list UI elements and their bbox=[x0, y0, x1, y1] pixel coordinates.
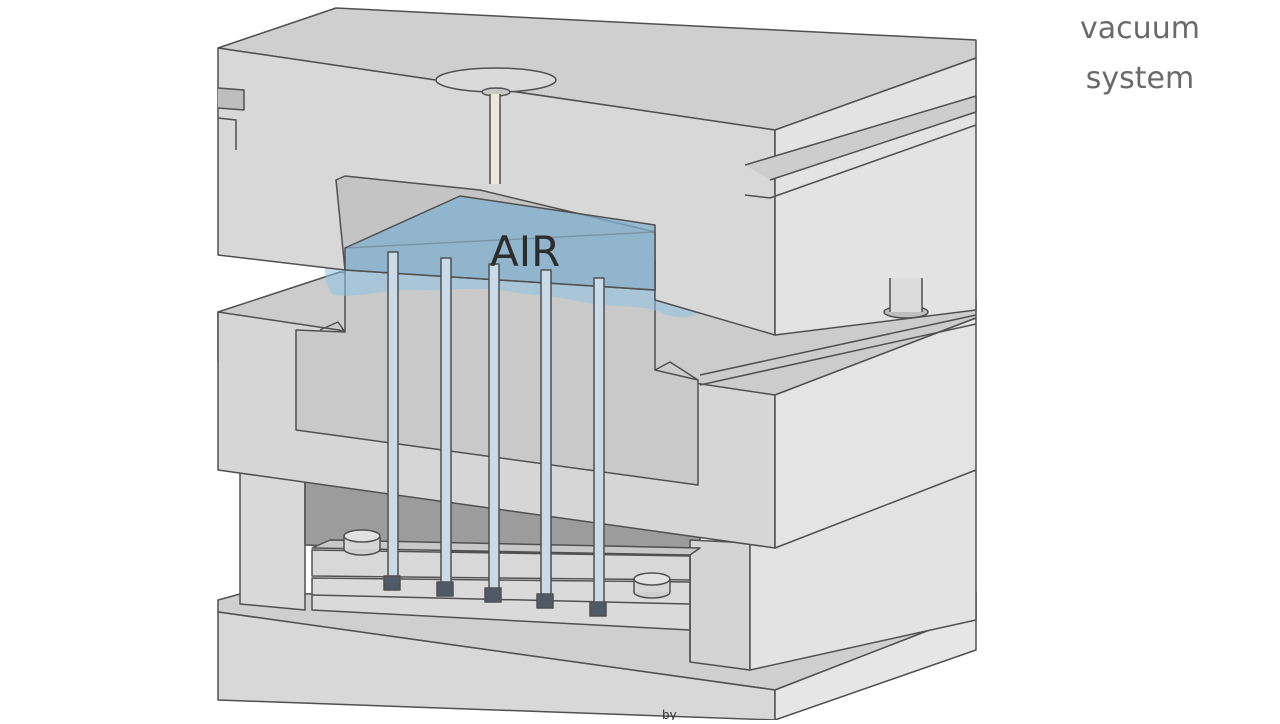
caption-line-2: system bbox=[1085, 61, 1195, 96]
return-pin-head-right bbox=[633, 572, 671, 599]
ejector-pin-1 bbox=[383, 251, 401, 591]
molded-part bbox=[344, 195, 656, 291]
guide-pillar bbox=[883, 278, 929, 319]
footer-mark: by bbox=[662, 708, 677, 720]
ejector-pin-4 bbox=[536, 269, 554, 609]
ejector-pins bbox=[383, 251, 607, 617]
ejector-pin-3 bbox=[484, 263, 502, 603]
return-pin-head-left bbox=[343, 529, 381, 556]
caption-line-1: vacuum bbox=[1080, 11, 1200, 46]
air-label: AIR bbox=[490, 227, 560, 276]
caption: vacuum system bbox=[1060, 4, 1220, 104]
ejector-pin-5 bbox=[589, 277, 607, 617]
ejector-pin-2 bbox=[436, 257, 454, 597]
